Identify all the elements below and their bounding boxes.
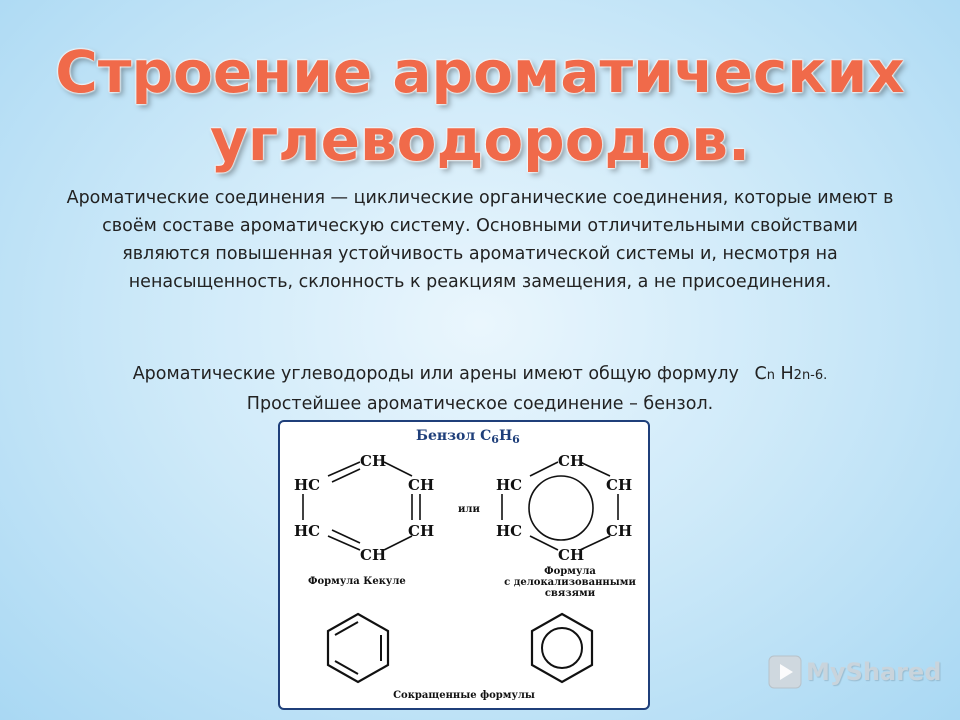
kekule-ch-lower-right: CH [408,522,434,540]
delocalized-label-3: связями [545,588,596,599]
title-line-1: Строение ароматических [55,38,905,106]
kekule-ch-bottom: CH [360,546,386,564]
myshared-watermark: MyShared [768,654,941,690]
benzene-figure: Бензол C6H6 CH HC CH HC CH CH Формула Ке… [278,420,650,710]
kekule-label: Формула Кекуле [308,576,406,587]
title-line-2: углеводородов. [210,106,750,174]
delocalized-label-2: с делокализованными [504,577,636,588]
delocalized-structure: CH HC CH HC CH CH Формула с делокализова… [496,452,636,599]
delocalized-ch-top: CH [558,452,584,470]
delocalized-ch-bottom: CH [558,546,584,564]
watermark-text: MyShared [806,658,942,686]
kekule-hc-lower-left: HC [294,522,320,540]
abbrev-delocalized-hexagon [530,612,594,684]
kekule-structure: CH HC CH HC CH CH Формула Кекуле [294,452,434,587]
delocalized-ch-upper-right: CH [606,476,632,494]
delocalized-ch-lower-right: CH [606,522,632,540]
kekule-ch-upper-right: CH [408,476,434,494]
formula-paragraph-text: Ароматические углеводороды или арены име… [132,364,739,384]
or-label: или [458,504,480,515]
abbrev-kekule-hexagon [326,612,390,684]
myshared-logo-icon [768,655,802,689]
formula-n: n [766,368,775,383]
delocalized-hc-upper-left: HC [496,476,522,494]
kekule-hc-upper-left: HC [294,476,320,494]
abbrev-label: Сокращенные формулы [393,690,535,701]
kekule-ch-top: CH [360,452,386,470]
formula-subscript: 2n-6. [793,368,828,383]
general-formula: Cn H2n-6. [754,364,827,384]
formula-h: H [774,364,794,384]
slide-title: Строение ароматических углеводородов. [0,38,960,174]
formula-paragraph: Ароматические углеводороды или арены име… [20,360,940,419]
figure-header: Бензол C6H6 [416,428,520,446]
delocalized-label-1: Формула [544,566,596,577]
formula-c: C [754,364,767,384]
delocalized-hc-lower-left: HC [496,522,522,540]
definition-paragraph: Ароматические соединения — циклические о… [66,188,894,292]
benzene-sentence: Простейшее ароматическое соединение – бе… [246,394,714,414]
benzene-diagram: Бензол C6H6 CH HC CH HC CH CH Формула Ке… [294,428,636,701]
